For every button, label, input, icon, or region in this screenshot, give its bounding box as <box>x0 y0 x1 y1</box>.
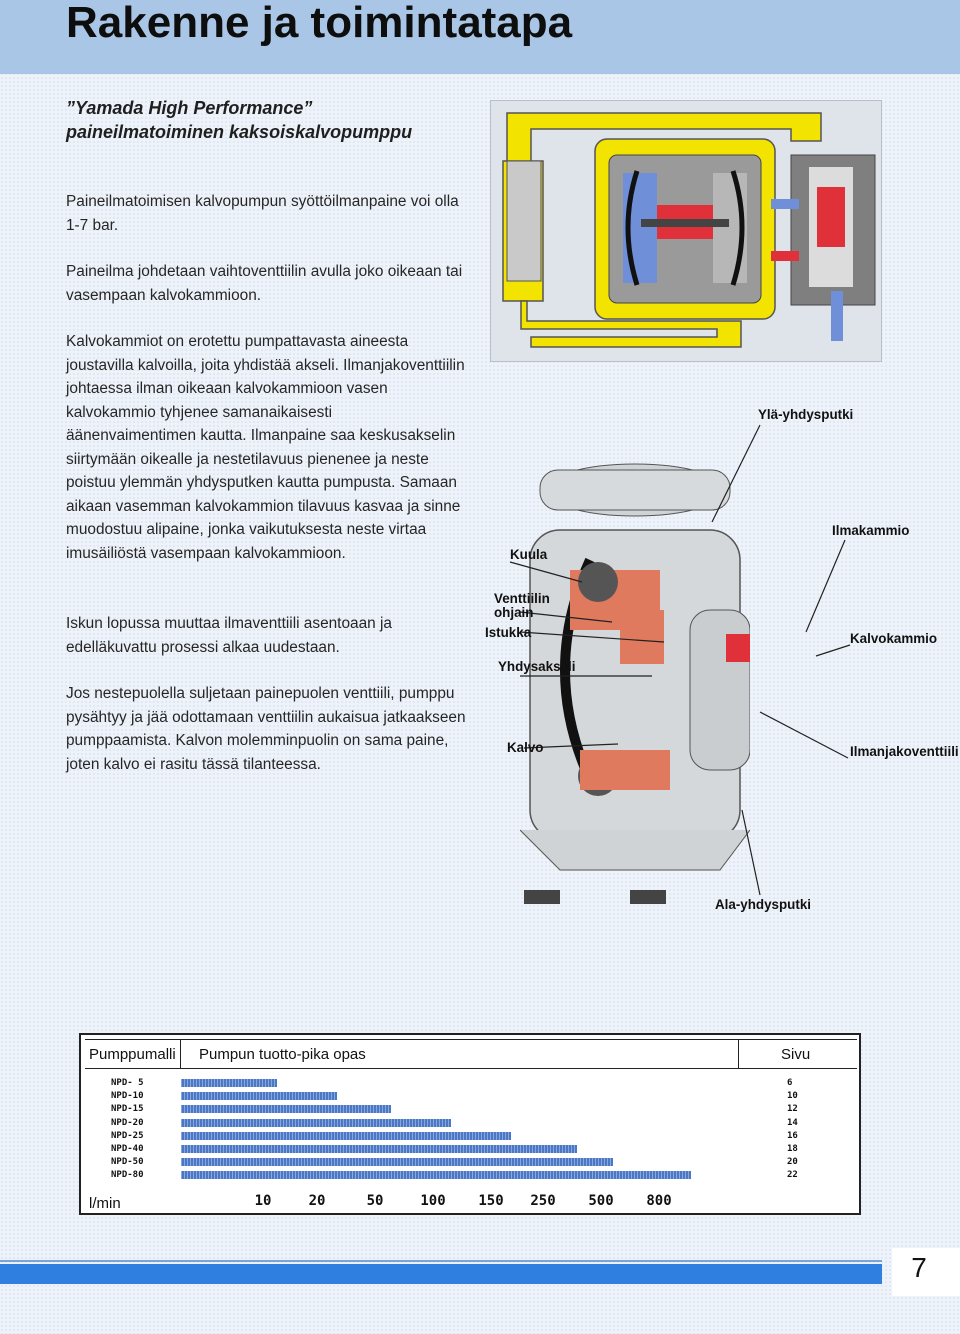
label-seat: Istukka <box>485 625 532 640</box>
guide-axis-tick: 500 <box>588 1193 614 1209</box>
pump-cutaway-illustration <box>519 430 751 925</box>
page-number-box: 7 <box>892 1248 960 1296</box>
page-header: Rakenne ja toimintatapa <box>0 0 960 74</box>
guide-axis-tick: 100 <box>420 1193 446 1209</box>
guide-model-name: NPD-10 <box>111 1091 144 1102</box>
guide-page-ref: 20 <box>787 1157 798 1168</box>
guide-model-name: NPD-15 <box>111 1104 144 1115</box>
schematic-drawing <box>491 101 881 361</box>
guide-axis-tick: 10 <box>254 1193 272 1209</box>
guide-axis-tick: 800 <box>646 1193 672 1209</box>
guide-axis-tick: 150 <box>478 1193 504 1209</box>
label-air-valve: Ilmanjakoventtiili <box>850 744 959 759</box>
label-bottom-pipe: Ala-yhdysputki <box>715 897 811 912</box>
guide-flow-bar <box>181 1092 337 1101</box>
guide-model-name: NPD-50 <box>111 1157 144 1168</box>
pump-quick-guide: Pumppumalli Pumpun tuotto-pika opas Sivu… <box>79 1033 861 1215</box>
guide-axis-tick: 250 <box>530 1193 556 1209</box>
guide-page-ref: 10 <box>787 1091 798 1102</box>
guide-page-ref: 14 <box>787 1117 798 1128</box>
guide-page-ref: 22 <box>787 1170 798 1181</box>
guide-flow-bar <box>181 1131 511 1140</box>
paragraph-3: Kalvokammiot on erotettu pumpattavasta a… <box>66 333 465 562</box>
section-subtitle: ”Yamada High Performance” paineilmatoimi… <box>66 98 413 142</box>
guide-flow-bar <box>181 1171 691 1180</box>
page-title: Rakenne ja toimintatapa <box>66 0 573 47</box>
guide-axis-tick: 20 <box>308 1193 326 1209</box>
pump-schematic-diagram <box>490 100 882 362</box>
paragraph-4: Iskun lopussa muuttaa ilmaventtiili asen… <box>66 615 392 656</box>
footer-rule <box>0 1260 882 1262</box>
label-diaphragm-chamber: Kalvokammio <box>850 631 938 646</box>
guide-model-name: NPD-20 <box>111 1117 144 1128</box>
guide-model-name: NPD-25 <box>111 1130 144 1141</box>
page-number: 7 <box>911 1252 927 1283</box>
guide-page-ref: 18 <box>787 1144 798 1154</box>
label-ball: Kuula <box>510 547 548 562</box>
footer-bar <box>0 1264 882 1284</box>
guide-flow-bar <box>181 1079 277 1087</box>
guide-flow-bar <box>181 1158 613 1167</box>
guide-model-name: NPD- 5 <box>111 1078 144 1088</box>
guide-header-row: Pumppumalli Pumpun tuotto-pika opas Sivu <box>85 1039 857 1069</box>
label-shaft: Yhdysakseli <box>498 659 576 674</box>
guide-header-model: Pumppumalli <box>89 1040 181 1068</box>
guide-header-title: Pumpun tuotto-pika opas <box>199 1040 739 1068</box>
guide-model-name: NPD-40 <box>111 1144 144 1154</box>
guide-flow-bar <box>181 1105 391 1114</box>
label-valve-guide: Venttiilin ohjain <box>494 591 550 620</box>
label-top-pipe: Ylä-yhdysputki <box>758 407 854 422</box>
guide-page-ref: 12 <box>787 1104 798 1115</box>
pump-drawing <box>519 463 751 904</box>
guide-axis-tick: 50 <box>366 1193 384 1209</box>
guide-page-ref: 6 <box>787 1078 793 1088</box>
label-diaphragm: Kalvo <box>507 740 544 755</box>
guide-page-ref: 16 <box>787 1130 798 1141</box>
guide-model-name: NPD-80 <box>111 1170 144 1181</box>
paragraph-5: Jos nestepuolella suljetaan painepuolen … <box>66 685 466 773</box>
guide-unit: l/min <box>89 1195 121 1212</box>
guide-header-page: Sivu <box>781 1046 811 1063</box>
paragraph-1: Paineilmatoimisen kalvopumpun syöttöilma… <box>66 193 459 234</box>
paragraph-2: Paineilma johdetaan vaihtoventtiilin avu… <box>66 263 463 304</box>
guide-flow-bar <box>181 1145 577 1153</box>
guide-flow-bar <box>181 1118 451 1127</box>
label-air-chamber: Ilmakammio <box>832 523 910 538</box>
